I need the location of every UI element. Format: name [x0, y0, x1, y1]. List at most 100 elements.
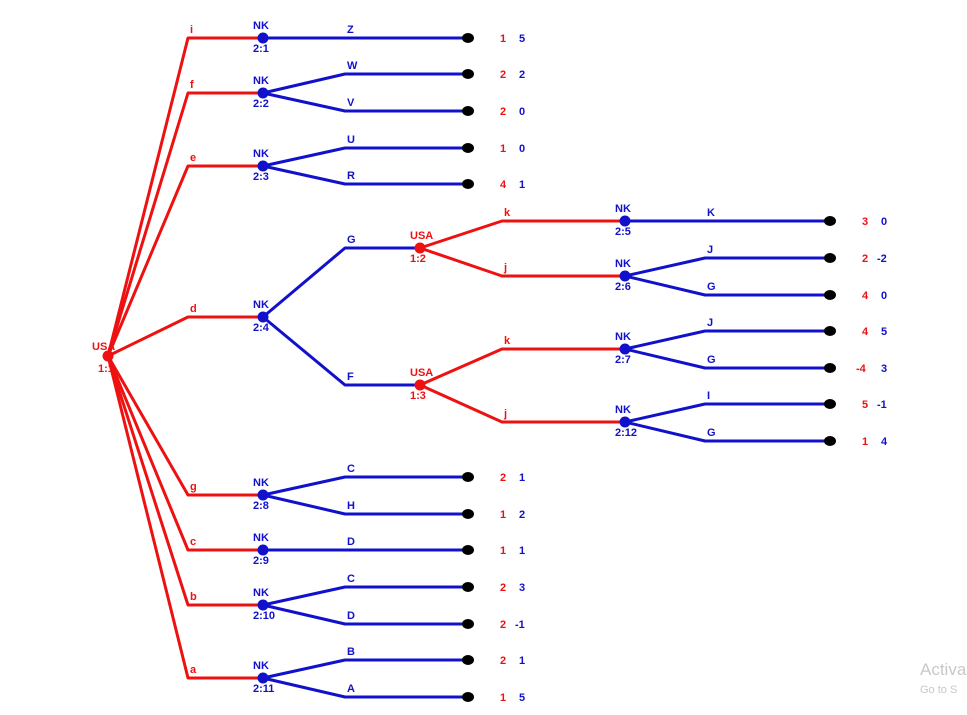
node-id-label: 1:1: [98, 363, 114, 375]
payoff-usa: 1: [500, 509, 506, 521]
watermark-line1: Activa: [920, 660, 967, 679]
action-n211_a-label: A: [347, 683, 355, 695]
action-n12-k-label: k: [504, 207, 511, 219]
action-i-label: i: [190, 24, 193, 36]
action-n28_c-label: C: [347, 463, 355, 475]
node-1-2: [414, 242, 426, 254]
node-player-label: NK: [253, 660, 269, 672]
action-n210_c-label: C: [347, 573, 355, 585]
node-player-label: NK: [615, 258, 631, 270]
node-player-label: USA: [410, 367, 433, 379]
node-2-4: [257, 311, 269, 323]
node-id-label: 2:2: [253, 98, 269, 110]
node-id-label: 1:3: [410, 390, 426, 402]
node-2-2: [257, 87, 269, 99]
payoff-nk: 5: [881, 326, 887, 338]
action-n23_r-edge: [262, 164, 468, 186]
node-player-label: NK: [253, 587, 269, 599]
payoff-nk: 5: [519, 692, 525, 704]
terminal-node: [462, 33, 474, 43]
node-id-label: 2:9: [253, 555, 269, 567]
payoff-nk: 0: [519, 106, 525, 118]
action-g-label: g: [190, 481, 197, 493]
action-n22_v-label: V: [347, 97, 355, 109]
action-n24-g-label: G: [347, 234, 356, 246]
node-id-label: 2:4: [253, 322, 270, 334]
action-n13-k-edge: [419, 347, 625, 387]
node-player-label: NK: [253, 20, 269, 32]
payoff-nk: 3: [881, 363, 887, 375]
node-id-label: 2:10: [253, 610, 275, 622]
node-player-label: NK: [253, 477, 269, 489]
node-player-label: NK: [253, 148, 269, 160]
action-n13-k-label: k: [504, 335, 511, 347]
action-n210_d-label: D: [347, 610, 355, 622]
action-n210_c-edge: [262, 585, 468, 607]
payoff-nk: -1: [515, 619, 525, 631]
action-n23_u-label: U: [347, 134, 355, 146]
terminal-node: [462, 692, 474, 702]
payoff-usa: 1: [862, 436, 868, 448]
node-id-label: 2:8: [253, 500, 269, 512]
action-n27_g-label: G: [707, 354, 716, 366]
terminal-node: [462, 106, 474, 116]
payoff-usa: 2: [500, 106, 506, 118]
action-n23_r-label: R: [347, 170, 355, 182]
action-b-edge: [106, 355, 263, 607]
action-n28_h-edge: [262, 493, 468, 516]
action-d-label: d: [190, 303, 197, 315]
action-n28_h-label: H: [347, 500, 355, 512]
node-player-label: NK: [615, 331, 631, 343]
terminal-node: [462, 655, 474, 665]
node-player-label: NK: [615, 404, 631, 416]
node-2-1: [257, 32, 269, 44]
node-2-3: [257, 160, 269, 172]
terminal-node: [462, 69, 474, 79]
action-g-edge: [106, 355, 263, 497]
payoff-nk: 1: [519, 472, 525, 484]
action-n25_k-label: K: [707, 207, 715, 219]
action-n211_b-edge: [262, 658, 468, 680]
action-n212_g-edge: [624, 420, 830, 443]
action-n22_w-edge: [262, 72, 468, 95]
payoff-usa: 3: [862, 216, 868, 228]
node-2-5: [619, 215, 631, 227]
payoff-nk: -2: [877, 253, 887, 265]
payoff-usa: 2: [500, 655, 506, 667]
action-i-edge: [106, 36, 263, 357]
payoff-nk: 4: [881, 436, 888, 448]
node-1-3: [414, 379, 426, 391]
action-a-edge: [106, 355, 263, 680]
payoff-usa: 4: [500, 179, 507, 191]
action-a-label: a: [190, 664, 197, 676]
node-id-label: 2:5: [615, 226, 631, 238]
node-player-label: NK: [253, 299, 269, 311]
payoff-usa: 5: [862, 399, 868, 411]
action-n212_i-label: I: [707, 390, 710, 402]
node-2-8: [257, 489, 269, 501]
node-player-label: NK: [253, 75, 269, 87]
node-1-1: [102, 350, 114, 362]
payoff-nk: 1: [519, 655, 525, 667]
payoff-usa: 2: [500, 619, 506, 631]
node-2-6: [619, 270, 631, 282]
action-n12-j-edge: [419, 246, 625, 278]
payoff-nk: 2: [519, 69, 525, 81]
watermark-line2: Go to S: [920, 684, 957, 696]
terminal-node: [462, 545, 474, 555]
action-f-label: f: [190, 79, 194, 91]
action-n26_g-edge: [624, 274, 830, 297]
action-n26_j-label: J: [707, 244, 713, 256]
payoff-usa: 2: [500, 582, 506, 594]
action-n211_b-label: B: [347, 646, 355, 658]
node-2-11: [257, 672, 269, 684]
terminal-node: [462, 619, 474, 629]
action-c-edge: [106, 355, 263, 552]
node-id-label: 2:6: [615, 281, 631, 293]
action-e-label: e: [190, 152, 196, 164]
terminal-node: [824, 399, 836, 409]
action-n22_w-label: W: [347, 60, 358, 72]
node-id-label: 2:3: [253, 171, 269, 183]
payoff-nk: -1: [877, 399, 887, 411]
payoff-usa: 4: [862, 326, 869, 338]
